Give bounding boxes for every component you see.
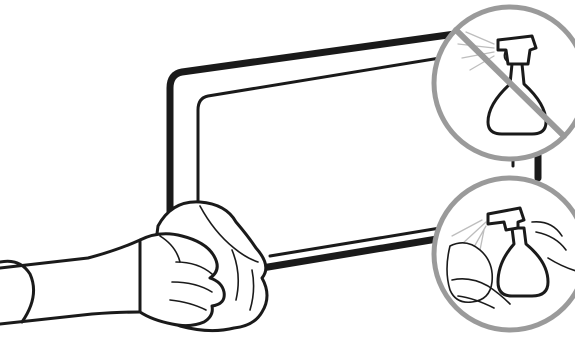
allowed-panel	[434, 178, 575, 330]
arm	[0, 234, 158, 324]
arm-upper-contour	[0, 234, 158, 268]
prohibited-panel	[434, 7, 575, 159]
sleeve-edge	[0, 261, 34, 322]
